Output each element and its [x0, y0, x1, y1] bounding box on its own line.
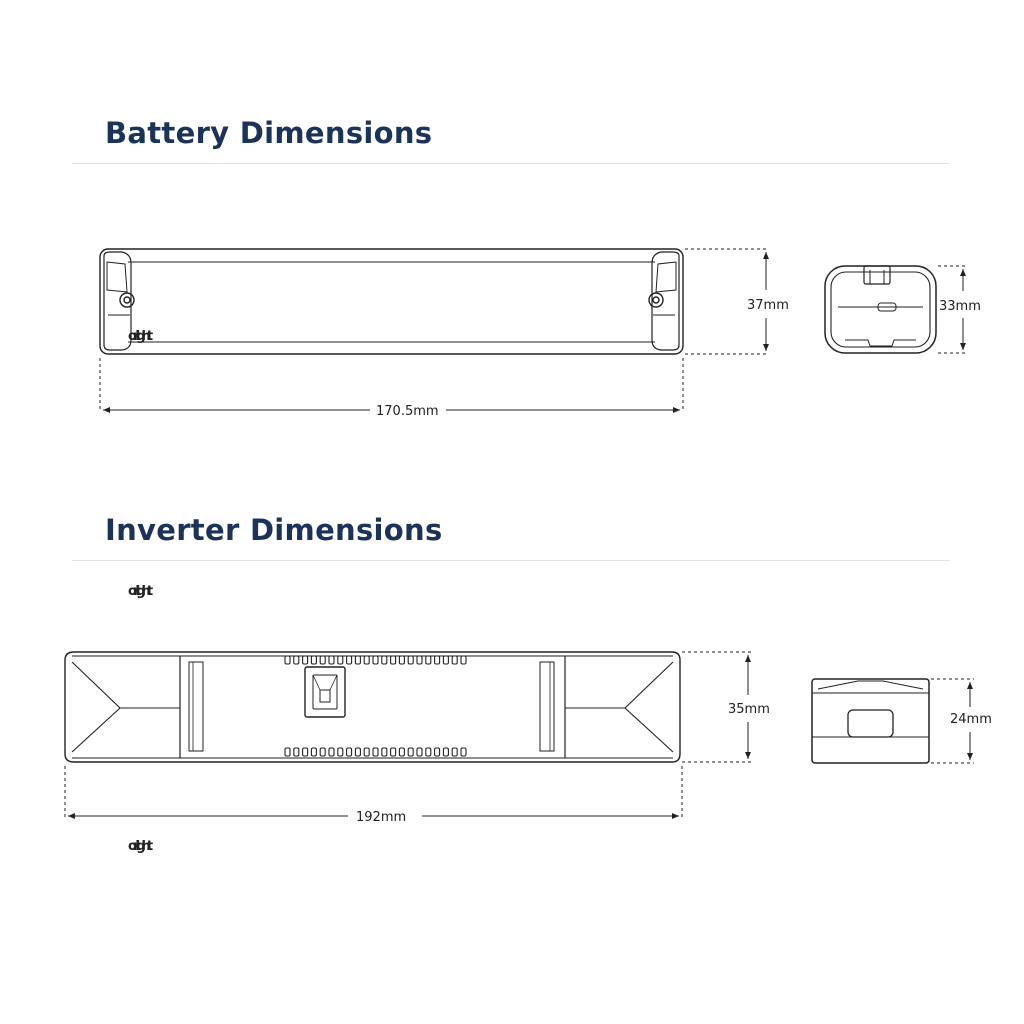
battery-height-label: 37mm — [747, 298, 789, 313]
inverter-end-dimension-lines — [931, 678, 974, 764]
vent-slot — [381, 747, 388, 757]
inverter-side-view — [64, 651, 681, 763]
inverter-section-title: Inverter Dimensions — [105, 513, 443, 547]
battery-section-title: Battery Dimensions — [105, 116, 433, 150]
vent-slot — [398, 655, 405, 665]
vent-slot — [372, 747, 379, 757]
vent-slot — [293, 655, 300, 665]
vent-slot — [337, 655, 344, 665]
vent-slot — [328, 747, 335, 757]
vent-slot — [425, 747, 432, 757]
vent-slot — [416, 747, 423, 757]
vent-slot — [460, 655, 467, 665]
battery-dimension-lines — [99, 248, 769, 413]
vent-slot — [372, 655, 379, 665]
vent-slot — [442, 655, 449, 665]
battery-end-view — [824, 265, 937, 354]
inverter-length-label: 192mm — [356, 810, 406, 825]
vent-slot — [434, 655, 441, 665]
battery-end-height-label: 33mm — [939, 299, 981, 314]
battery-end-dimension-lines — [938, 265, 968, 354]
vent-slot — [319, 655, 326, 665]
vent-slot — [346, 747, 353, 757]
vent-slot — [442, 747, 449, 757]
vent-slot — [416, 655, 423, 665]
vent-slot — [460, 747, 467, 757]
inverter-dimension-lines — [64, 651, 752, 819]
section-divider — [72, 163, 950, 164]
inverter-vent-slots-top — [284, 655, 467, 665]
section-divider — [72, 560, 950, 561]
vent-slot — [319, 747, 326, 757]
vent-slot — [363, 747, 370, 757]
vent-slot — [284, 747, 291, 757]
vent-slot — [346, 655, 353, 665]
battery-side-view — [99, 248, 684, 355]
vent-slot — [407, 655, 414, 665]
vent-slot — [407, 747, 414, 757]
vent-slot — [302, 747, 309, 757]
vent-slot — [425, 655, 432, 665]
vent-slot — [284, 655, 291, 665]
inverter-end-view — [811, 678, 930, 764]
vent-slot — [390, 655, 397, 665]
vent-slot — [381, 655, 388, 665]
vent-slot — [310, 747, 317, 757]
vent-slot — [328, 655, 335, 665]
vent-slot — [354, 747, 361, 757]
vent-slot — [390, 747, 397, 757]
vent-slot — [337, 747, 344, 757]
vent-slot — [354, 655, 361, 665]
vent-slot — [434, 747, 441, 757]
inverter-height-label: 35mm — [728, 702, 770, 717]
battery-length-label: 170.5mm — [376, 404, 439, 419]
vent-slot — [310, 655, 317, 665]
vent-slot — [293, 747, 300, 757]
vent-slot — [398, 747, 405, 757]
vent-slot — [302, 655, 309, 665]
vent-slot — [363, 655, 370, 665]
inverter-vent-slots-bottom — [284, 747, 467, 757]
vent-slot — [451, 747, 458, 757]
vent-slot — [451, 655, 458, 665]
inverter-end-height-label: 24mm — [950, 712, 992, 727]
